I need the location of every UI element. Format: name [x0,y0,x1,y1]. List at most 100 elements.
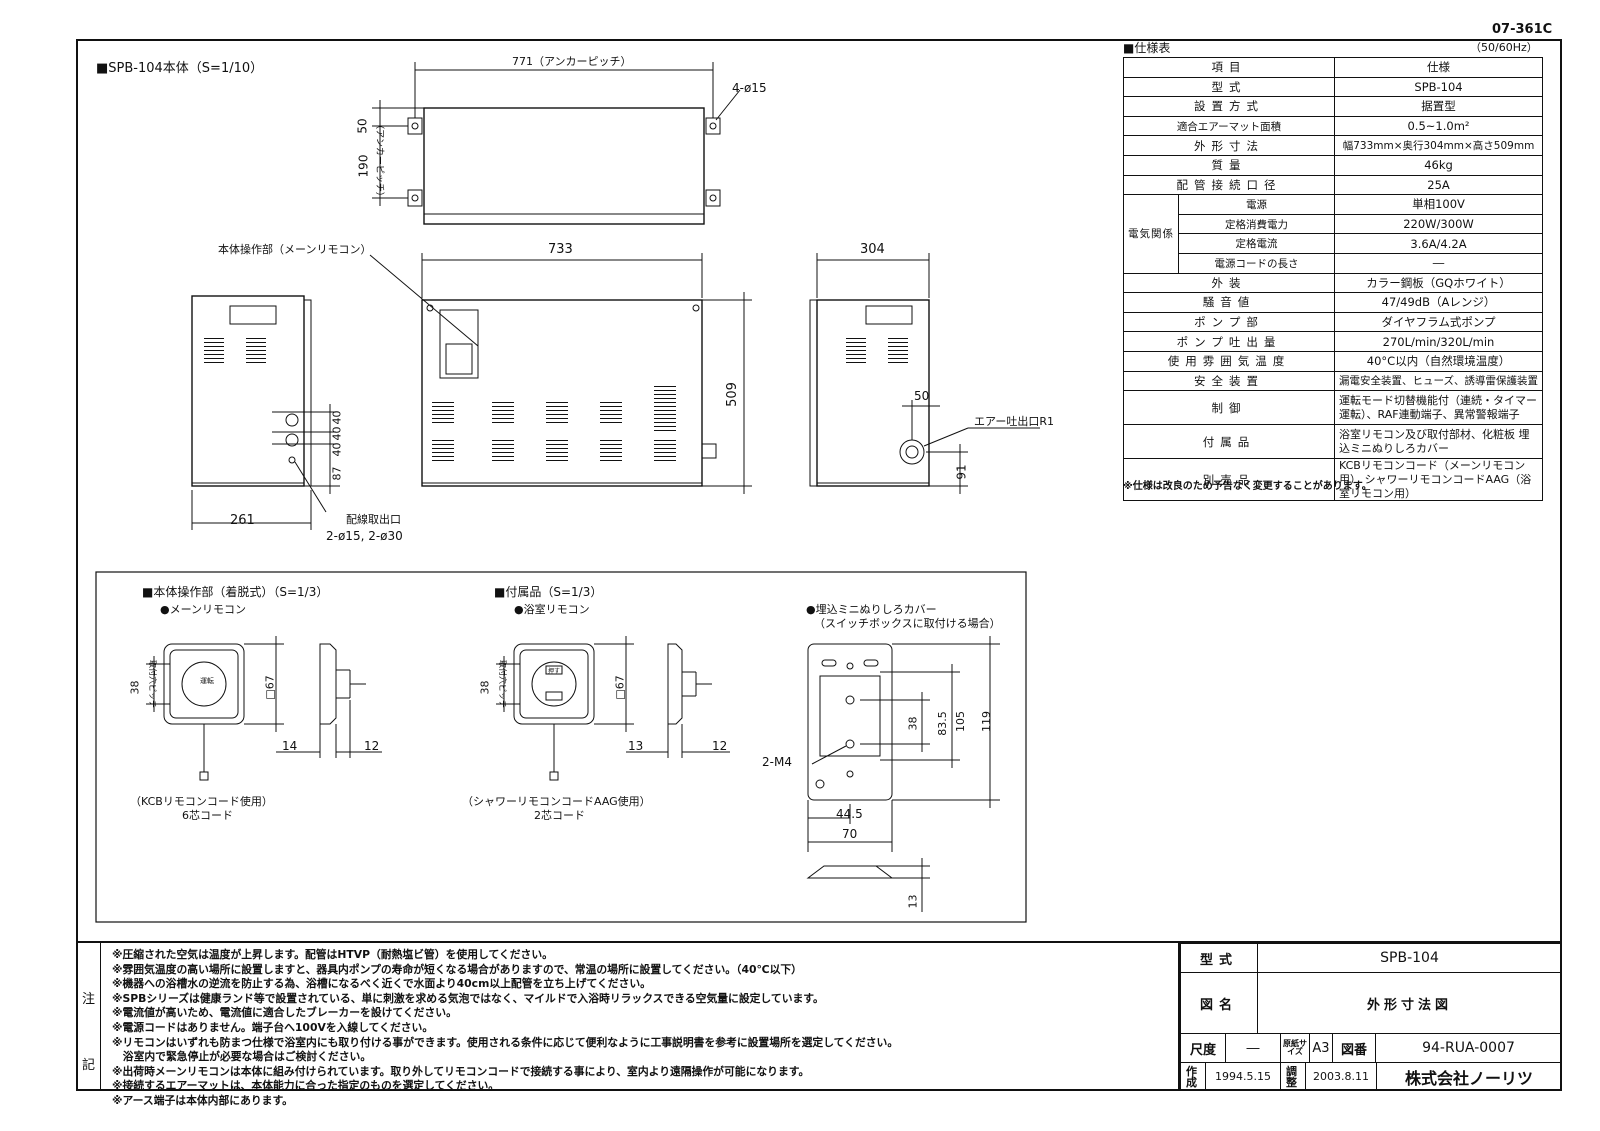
remote-section-title: ■本体操作部（着脱式）（S=1/3） [142,585,329,599]
wiring-label: 配線取出口 [346,513,401,526]
dim-50-side: 50 [914,389,930,403]
vent-group [600,402,622,424]
dim-13-cover: 13 [906,894,920,909]
document-code: 07-361C [1492,22,1553,37]
note-line: ※電流値が高いため、電流値に適合したブレーカーを設けてください。 [112,1006,457,1020]
spec-row: 電源コードの長さ― [1124,252,1543,274]
anchor-foot [407,189,423,207]
created-date: 1994.5.15 [1205,1062,1281,1091]
kcb-cord-label: （KCBリモコンコード使用） [130,795,273,808]
note-line: ※圧縮された空気は温度が上昇します。配管はHTVP（耐熱塩ビ管）を使用してくださ… [112,948,553,961]
spec-row: 外形寸法幅733mm×奥行304mm×高さ509mm [1122,135,1543,156]
spec-row: 制御運転モード切替機能付（連続・タイマー運転）、RAF連動端子、異常警報端子 [1122,390,1543,426]
unten-label: 運転 [200,677,214,685]
note-line: ※SPBシリーズは健康ランド等で設置されている、単に刺激を求める気泡ではなく、マ… [112,991,824,1005]
adjusted-label: 調整 [1280,1062,1306,1091]
note-line: ※リモコンはいずれも防まつ仕様で浴室内にも取り付ける事ができます。使用される条件… [112,1035,899,1049]
cover-front [807,643,893,801]
air-outlet-stub [701,443,717,459]
vent-group [600,440,622,462]
dim-width: 733 [548,242,573,257]
spec-head-item: 項目 [1122,57,1336,78]
notes-label-box: 注記 [76,943,101,1091]
scale-value: ― [1225,1033,1281,1063]
scale-label: 尺度 [1180,1033,1226,1063]
wiring-sizes: 2-ø15, 2-ø30 [326,529,403,543]
dim-14: 14 [282,739,298,753]
kcb-core-label: 6芯コード [182,809,233,822]
anchor-foot [705,189,721,207]
drawing-name-value: 外形寸法図 [1257,972,1562,1034]
dim-38: 38 [478,680,492,695]
cover-side [806,865,894,879]
notes-lines: ※圧縮された空気は温度が上昇します。配管はHTVP（耐熱塩ビ管）を使用してくださ… [112,948,898,1109]
vent-group [432,440,454,462]
anchor-foot [705,117,721,135]
spec-freq: （50/60Hz） [1470,41,1538,54]
remote-callout: 本体操作部（メーンリモコン） [218,243,372,256]
dim-13: 13 [628,739,644,753]
dim-anchor-pitch-v: （アンカーピッチ） [373,120,384,201]
title-block: 型式 SPB-104 図名 外形寸法図 尺度 ― 原紙サイズ A3 図番 94-… [1178,941,1562,1091]
note-line: ※雰囲気温度の高い場所に設置しますと、器具内ポンプの寿命が短くなる場合があります… [112,962,802,976]
front-view-body [421,299,703,487]
model-label: 型式 [1180,943,1258,973]
vent-group [654,440,676,462]
note-line: ※機器への浴槽水の逆流を防止する為、浴槽になるべく近くで水面より40cm以上配管… [112,977,651,991]
vent-group [546,440,568,462]
vent-group [654,386,676,432]
model-value: SPB-104 [1257,943,1562,973]
top-view-body [423,107,705,225]
note-line: ※アース端子は本体内部にあります。 [112,1093,293,1107]
main-remote-label: ●メーンリモコン [160,603,247,616]
vent-group [246,338,266,364]
dim-38-cover: 38 [906,716,920,731]
company-name: 株式会社ノーリツ [1376,1062,1562,1091]
dim-12: 12 [364,739,380,753]
main-remote-slot [439,309,479,379]
dim-40: 40 [330,442,344,457]
dim-44-5: 44.5 [836,807,863,821]
drawing-number-label: 図番 [1332,1033,1376,1063]
spec-head-spec: 仕様 [1334,57,1543,78]
dim-12: 12 [712,739,728,753]
bath-remote-side [667,643,683,725]
pitch-label: 取付穴ピッチ [148,660,157,708]
notes-block: 注記 ※圧縮された空気は温度が上昇します。配管はHTVP（耐熱塩ビ管）を使用して… [76,941,1179,1107]
vent-group [492,440,514,462]
spec-row: 電気関係電源単相100V [1123,194,1543,274]
pitch-label: 取付穴ピッチ [498,660,507,708]
notes-label: 注記 [82,992,96,1073]
dim-91: 91 [954,464,969,480]
spec-title: ■仕様表 [1123,41,1171,55]
cover-subtitle: （スイッチボックスに取付ける場合） [814,617,1001,630]
dim-87: 87 [330,466,344,481]
drawing-frame [76,39,1562,1091]
note-line: 浴室内で緊急停止が必要な場合はご検討ください。 [112,1050,372,1064]
vent-group [888,338,908,364]
dim-depth: 304 [860,242,885,257]
note-line: ※接続するエアーマットは、本体能力に合った指定のものを選定してください。 [112,1079,500,1093]
main-remote-side [319,643,337,725]
push-label: 押す [548,668,561,675]
dim-119: 119 [980,711,993,732]
vent-group [204,338,224,364]
vent-group [432,402,454,424]
created-label: 作成 [1180,1062,1206,1091]
dim-holes: 4-ø15 [732,81,767,95]
bath-remote-front [513,643,595,725]
aag-core-label: 2芯コード [534,809,585,822]
spec-row: 安全装置漏電安全装置、ヒューズ、誘導雷保護装置 [1122,370,1543,392]
spec-row: 付属品浴室リモコン及び取付部材、化粧板 埋込ミニぬりしろカバー [1122,424,1543,460]
adjusted-date: 2003.8.11 [1305,1062,1377,1091]
air-outlet-label: エアー吐出口R1 [974,415,1054,428]
vent-group [546,402,568,424]
